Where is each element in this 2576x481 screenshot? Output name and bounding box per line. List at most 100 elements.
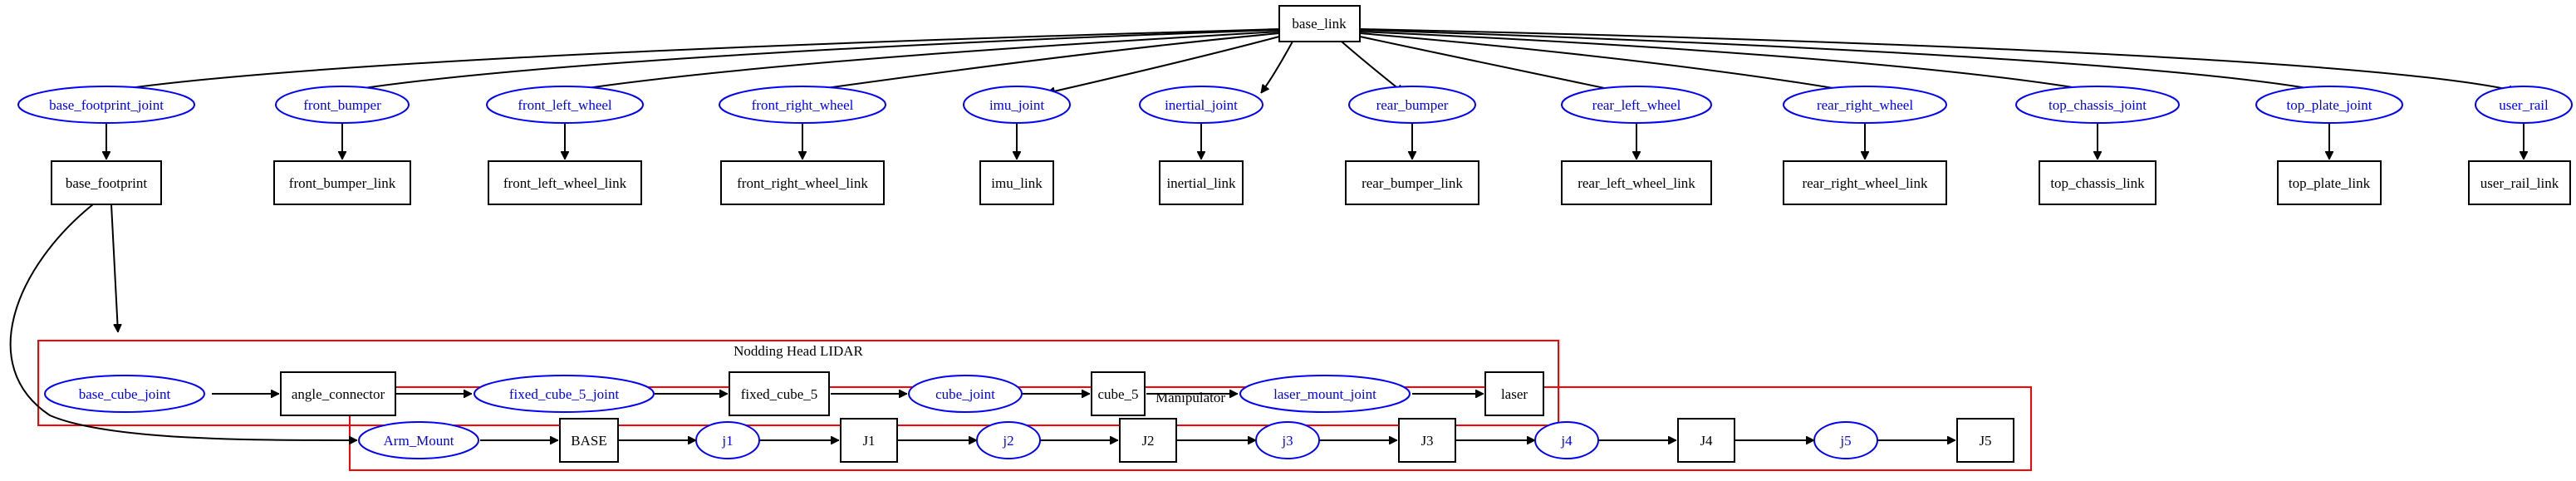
node-angle-connector[interactable]: angle_connector [280,371,396,416]
edge-base-link-to-front-left-wheel [565,31,1280,91]
svg-text:top_plate_joint: top_plate_joint [2287,97,2372,113]
node-arm-mount[interactable]: Arm_Mount [358,421,479,459]
node-base-footprint[interactable]: base_footprint [51,160,162,205]
node-rear-right-wheel[interactable]: rear_right_wheel [1783,86,1947,124]
edge-base-link-to-front-right-wheel [802,32,1280,91]
node-imu-joint[interactable]: imu_joint [963,86,1071,124]
svg-text:J2: J2 [1141,433,1154,449]
node-front-bumper[interactable]: front_bumper [275,86,410,124]
node-front-bumper-link[interactable]: front_bumper_link [273,160,411,205]
manipulator-chain: Arm_Mount BASE j1 J1 j2 J2 j3 J3 [358,418,2014,463]
node-imu-link[interactable]: imu_link [979,160,1054,205]
node-front-right-wheel-link[interactable]: front_right_wheel_link [720,160,885,205]
edge-base-link-to-top-plate-joint [1359,29,2326,91]
svg-text:imu_link: imu_link [991,175,1043,191]
svg-text:base_footprint: base_footprint [66,175,147,191]
svg-text:base_link: base_link [1292,16,1347,32]
node-top-chassis-link[interactable]: top_chassis_link [2039,160,2156,205]
edges [9,28,2524,440]
svg-text:J4: J4 [1700,433,1713,449]
links-row: base_footprint front_bumper_link front_l… [51,160,2571,205]
svg-text:Arm_Mount: Arm_Mount [384,433,454,449]
svg-text:j1: j1 [721,433,733,449]
node-laser-mount-joint[interactable]: laser_mount_joint [1239,375,1411,413]
node-cube-5[interactable]: cube_5 [1091,371,1146,416]
svg-text:base_footprint_joint: base_footprint_joint [49,97,164,113]
svg-text:BASE: BASE [571,433,606,449]
node-j1[interactable]: j1 [695,421,760,459]
node-J2[interactable]: J2 [1119,418,1177,463]
svg-text:rear_right_wheel_link: rear_right_wheel_link [1802,175,1928,191]
svg-text:angle_connector: angle_connector [292,386,385,402]
node-j2[interactable]: j2 [976,421,1041,459]
node-user-rail-link[interactable]: user_rail_link [2468,160,2571,205]
edge-base-footprint-to-base-cube-joint [110,204,118,332]
edge-base-link-to-inertial-joint [1260,41,1293,93]
svg-text:user_rail_link: user_rail_link [2480,175,2559,191]
node-BASE[interactable]: BASE [559,418,619,463]
svg-text:front_right_wheel_link: front_right_wheel_link [737,175,868,191]
svg-text:front_bumper: front_bumper [303,97,381,113]
svg-text:rear_left_wheel: rear_left_wheel [1592,97,1681,113]
svg-text:front_bumper_link: front_bumper_link [289,175,396,191]
node-rear-left-wheel[interactable]: rear_left_wheel [1561,86,1712,124]
node-j4[interactable]: j4 [1534,421,1599,459]
node-top-plate-link[interactable]: top_plate_link [2277,160,2382,205]
node-base-cube-joint[interactable]: base_cube_joint [44,375,205,413]
joints-row: base_footprint_joint front_bumper front_… [17,86,2573,124]
svg-text:rear_bumper_link: rear_bumper_link [1362,175,1463,191]
node-rear-right-wheel-link[interactable]: rear_right_wheel_link [1783,160,1947,205]
svg-text:top_chassis_joint: top_chassis_joint [2049,97,2147,113]
svg-text:imu_joint: imu_joint [989,97,1044,113]
svg-text:fixed_cube_5: fixed_cube_5 [741,386,818,402]
edge-base-link-to-base-footprint-joint [106,28,1280,91]
edge-base-link-to-top-chassis-joint [1359,31,2098,91]
node-base-link[interactable]: base_link [1278,5,1361,42]
node-fixed-cube-5[interactable]: fixed_cube_5 [729,371,830,416]
node-fixed-cube-5-joint[interactable]: fixed_cube_5_joint [473,375,655,413]
svg-text:cube_joint: cube_joint [935,386,995,402]
edge-base-link-to-rear-left-wheel [1359,36,1628,93]
node-cube-joint[interactable]: cube_joint [908,375,1023,413]
edge-base-link-to-imu-joint [1047,36,1280,93]
node-inertial-joint[interactable]: inertial_joint [1139,86,1263,124]
node-user-rail[interactable]: user_rail [2475,86,2573,124]
node-rear-bumper-link[interactable]: rear_bumper_link [1345,160,1479,205]
cluster-lidar-title: Nodding Head LIDAR [734,343,863,359]
node-J3[interactable]: J3 [1398,418,1456,463]
node-J1[interactable]: J1 [840,418,898,463]
svg-text:J3: J3 [1420,433,1433,449]
svg-text:J5: J5 [1979,433,1991,449]
svg-text:J1: J1 [862,433,875,449]
svg-text:user_rail: user_rail [2499,97,2549,113]
cluster-manipulator-title: Manipulator [1156,390,1225,405]
node-laser[interactable]: laser [1484,371,1544,416]
svg-text:top_plate_link: top_plate_link [2289,175,2371,191]
node-inertial-link[interactable]: inertial_link [1159,160,1244,205]
node-front-left-wheel[interactable]: front_left_wheel [486,86,644,124]
svg-text:front_right_wheel: front_right_wheel [752,97,854,113]
svg-text:base_cube_joint: base_cube_joint [79,386,171,402]
svg-text:cube_5: cube_5 [1097,386,1138,402]
node-top-plate-joint[interactable]: top_plate_joint [2255,86,2403,124]
svg-text:rear_left_wheel_link: rear_left_wheel_link [1577,175,1695,191]
node-j5[interactable]: j5 [1813,421,1878,459]
svg-text:fixed_cube_5_joint: fixed_cube_5_joint [509,386,619,402]
node-J4[interactable]: J4 [1677,418,1735,463]
node-rear-bumper[interactable]: rear_bumper [1348,86,1476,124]
svg-text:j5: j5 [1839,433,1851,449]
node-J5[interactable]: J5 [1956,418,2014,463]
cluster-nodding-head-lidar: Nodding Head LIDAR [37,340,1559,426]
node-base-footprint-joint[interactable]: base_footprint_joint [17,86,195,124]
lidar-chain: base_cube_joint angle_connector fixed_cu… [44,371,1544,416]
node-top-chassis-joint[interactable]: top_chassis_joint [2015,86,2180,124]
svg-text:front_left_wheel: front_left_wheel [518,97,612,113]
node-front-left-wheel-link[interactable]: front_left_wheel_link [488,160,642,205]
node-rear-left-wheel-link[interactable]: rear_left_wheel_link [1561,160,1712,205]
node-front-right-wheel[interactable]: front_right_wheel [719,86,886,124]
edge-base-link-to-front-bumper [342,29,1280,91]
edge-base-link-to-rear-bumper [1341,41,1404,94]
node-j3[interactable]: j3 [1255,421,1320,459]
svg-text:top_chassis_link: top_chassis_link [2050,175,2145,191]
svg-text:laser: laser [1501,386,1528,402]
